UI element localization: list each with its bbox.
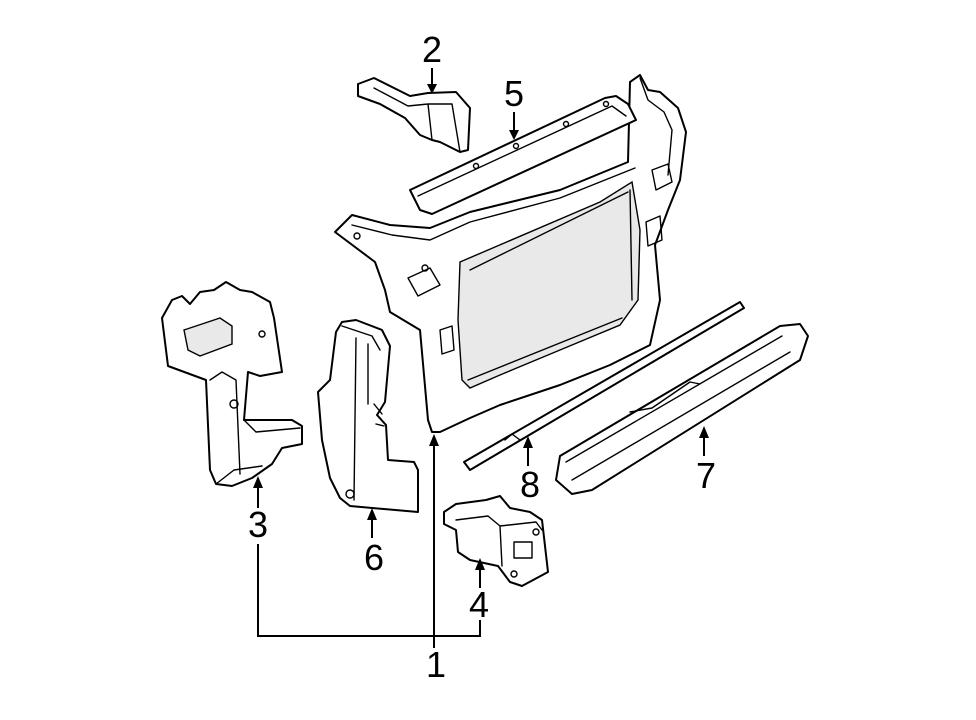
- part-6-deflector: [317, 319, 419, 513]
- callout-2: 2: [422, 29, 442, 70]
- part-7-lower-cover: [555, 323, 809, 495]
- callout-6: 6: [364, 537, 384, 578]
- callout-3: 3: [248, 504, 268, 545]
- callout-5: 5: [504, 73, 524, 114]
- part-4-mount-bracket: [443, 495, 549, 587]
- part-2-bracket: [357, 77, 471, 153]
- callout-labels: 1 2 3 4 5 6 7 8: [248, 29, 716, 685]
- part-5-tie-bar: [409, 95, 637, 215]
- callout-4: 4: [469, 584, 489, 625]
- part-1-radiator-support: [334, 74, 687, 433]
- part-3-side-bracket: [161, 281, 303, 487]
- leader-lines: [253, 68, 709, 648]
- callout-8: 8: [520, 464, 540, 505]
- callout-1: 1: [426, 644, 446, 685]
- callout-7: 7: [696, 455, 716, 496]
- part-8-seal-strip: [463, 301, 745, 471]
